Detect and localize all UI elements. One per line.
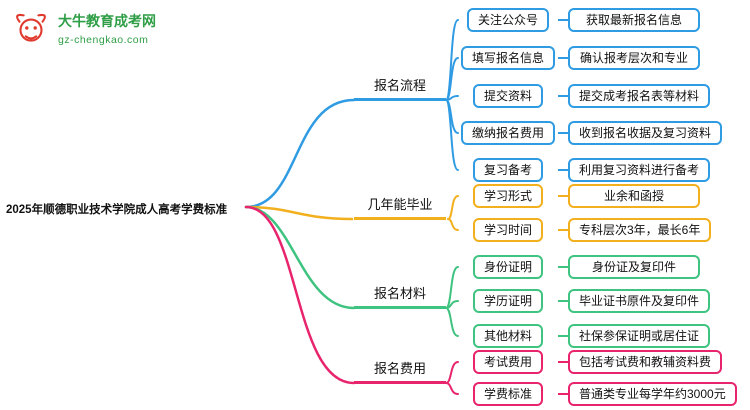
child-curve [445, 57, 459, 101]
row-connector [558, 300, 568, 302]
node-label: 学习时间 [472, 218, 543, 242]
node-label: 身份证明 [472, 255, 543, 279]
branch-label-years: 几年能毕业 [354, 194, 446, 220]
branch-curve [244, 205, 354, 221]
node-value: 毕业证书原件及复印件 [568, 289, 711, 313]
row-connector [558, 266, 568, 268]
site-logo[interactable]: 大牛教育成考网 gz-chengkao.com [10, 8, 156, 50]
node-label: 学习形式 [472, 184, 543, 208]
mindmap-row: 身份证明 身份证及复印件 [458, 254, 700, 280]
node-label: 复习备考 [472, 158, 543, 182]
mindmap-row: 缴纳报名费用 收到报名收据及复习资料 [458, 120, 723, 146]
node-value: 社保参保证明或居住证 [568, 324, 711, 348]
node-value: 普通类专业每学年约3000元 [568, 382, 737, 406]
mindmap-row: 学费标准 普通类专业每学年约3000元 [458, 381, 737, 407]
branch-curve [244, 205, 356, 310]
mindmap-row: 填写报名信息 确认报考层次和专业 [458, 45, 700, 71]
node-value: 提交成考报名表等材料 [568, 84, 711, 108]
branch-label-process: 报名流程 [354, 75, 446, 101]
node-label: 关注公众号 [466, 8, 549, 32]
branch-label-fees: 报名费用 [354, 358, 446, 384]
mindmap-row: 其他材料 社保参保证明或居住证 [458, 323, 711, 349]
node-value: 收到报名收据及复习资料 [568, 121, 723, 145]
node-label: 考试费用 [472, 350, 543, 374]
row-connector [558, 57, 568, 59]
node-value: 利用复习资料进行备考 [568, 158, 711, 182]
row-connector [558, 229, 568, 231]
node-value: 包括考试费和教辅资料费 [568, 350, 723, 374]
mindmap-row: 考试费用 包括考试费和教辅资料费 [458, 349, 723, 375]
ox-logo-icon [16, 13, 46, 42]
row-connector [558, 169, 568, 171]
branch-curve [244, 98, 356, 209]
node-label: 填写报名信息 [460, 46, 555, 70]
branch-curve [244, 205, 356, 385]
central-topic: 2025年顺德职业技术学院成人高考学费标准 [6, 204, 228, 216]
mindmap-row: 关注公众号 获取最新报名信息 [458, 7, 700, 33]
node-label: 学费标准 [472, 382, 543, 406]
child-curve [445, 382, 459, 395]
row-connector [558, 19, 568, 21]
logo-domain-text: gz-chengkao.com [58, 34, 149, 46]
mindmap-row: 学历证明 毕业证书原件及复印件 [458, 288, 711, 314]
child-curve [445, 361, 459, 384]
child-curve [445, 99, 459, 171]
branch-label-materials: 报名材料 [354, 283, 446, 309]
mindmap-row: 提交资料 提交成考报名表等材料 [458, 83, 711, 109]
mindmap-row: 复习备考 利用复习资料进行备考 [458, 157, 711, 183]
row-connector [558, 393, 568, 395]
node-label: 缴纳报名费用 [460, 121, 555, 145]
row-connector [558, 95, 568, 97]
child-curve [447, 218, 459, 231]
logo-brand-text: 大牛教育成考网 [58, 13, 156, 29]
child-curve [445, 307, 459, 337]
row-connector [558, 195, 568, 197]
node-value: 获取最新报名信息 [568, 8, 700, 32]
node-value: 专科层次3年，最长6年 [568, 218, 712, 242]
child-curve [447, 195, 459, 220]
node-value: 身份证及复印件 [568, 255, 700, 279]
node-label: 学历证明 [472, 289, 543, 313]
mindmap-row: 学习时间 专科层次3年，最长6年 [458, 217, 712, 243]
row-connector [558, 335, 568, 337]
row-connector [558, 132, 568, 134]
node-value: 确认报考层次和专业 [568, 46, 700, 70]
node-label: 提交资料 [472, 84, 543, 108]
node-value: 业余和函授 [568, 184, 700, 208]
row-connector [558, 361, 568, 363]
mindmap-row: 学习形式 业余和函授 [458, 183, 700, 209]
node-label: 其他材料 [472, 324, 543, 348]
